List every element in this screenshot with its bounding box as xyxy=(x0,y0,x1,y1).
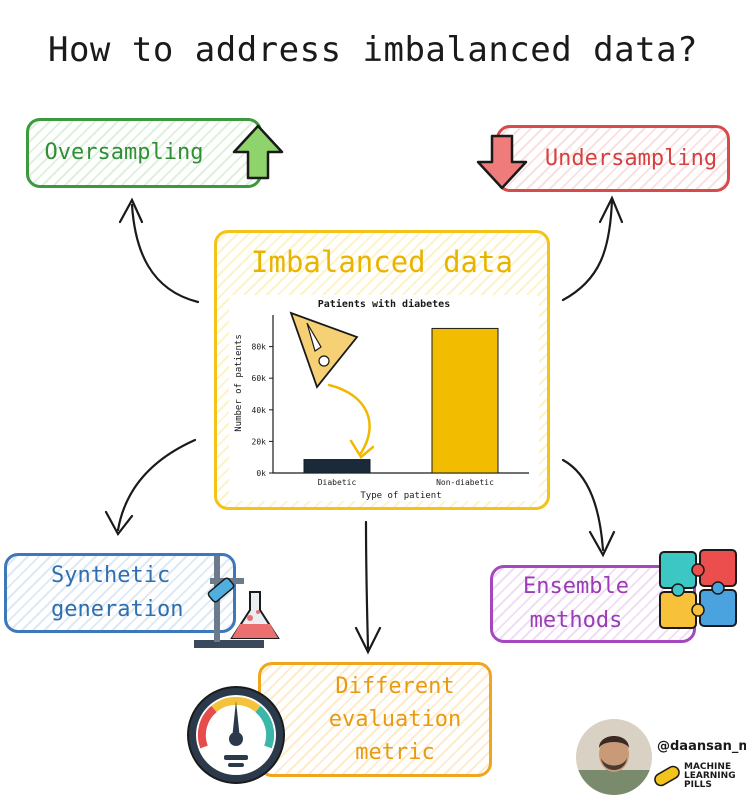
evaluation-metric-node: Different evaluation metric xyxy=(258,662,492,777)
arrow-to-metric xyxy=(364,520,370,650)
warning-sign-icon xyxy=(289,311,359,389)
synthetic-label-line2: generation xyxy=(51,597,184,622)
x-tick-label: Diabetic xyxy=(318,478,357,487)
synthetic-generation-node: Synthetic generation xyxy=(4,553,236,633)
down-arrow-icon xyxy=(476,134,528,190)
arrow-to-oversampling xyxy=(130,203,200,304)
pointer-arrow xyxy=(327,383,371,455)
up-arrow-icon xyxy=(232,124,284,180)
y-tick-label: 80k xyxy=(252,343,267,352)
y-tick-label: 60k xyxy=(252,374,267,383)
center-title: Imbalanced data xyxy=(251,245,513,279)
avatar xyxy=(576,719,652,795)
lab-flask-icon xyxy=(194,556,280,648)
chart-panel: Patients with diabetes Number of patient… xyxy=(229,295,539,501)
oversampling-label: Oversampling xyxy=(44,140,204,165)
page-title: How to address imbalanced data? xyxy=(47,30,699,70)
ensemble-label-line2: methods xyxy=(529,608,623,633)
x-tick-label: Non-diabetic xyxy=(436,478,494,487)
ensemble-label-line1: Ensemble xyxy=(523,574,629,599)
chart-title: Patients with diabetes xyxy=(318,298,450,310)
y-tick-label: 0k xyxy=(256,469,266,478)
brand-name: MACHINE LEARNING PILLS xyxy=(684,762,736,790)
gauge-icon xyxy=(187,686,285,784)
metric-label-line3: metric xyxy=(355,740,435,765)
bar-non-diabetic xyxy=(431,327,499,474)
oversampling-node: Oversampling xyxy=(26,118,262,188)
arrow-to-synthetic xyxy=(116,438,197,532)
diabetes-bar-chart: Patients with diabetes Number of patient… xyxy=(234,298,529,501)
chart-ylabel: Number of patients xyxy=(234,334,244,432)
undersampling-node: Undersampling xyxy=(496,125,730,192)
author-handle: @daansan_ml xyxy=(657,739,746,754)
metric-label-line2: evaluation xyxy=(328,707,462,732)
chart-xlabel: Type of patient xyxy=(360,491,441,501)
pill-logo-icon xyxy=(654,765,680,787)
synthetic-label-line1: Synthetic xyxy=(51,563,171,588)
bar-diabetic xyxy=(303,459,371,474)
y-tick-label: 20k xyxy=(252,437,267,446)
undersampling-label: Undersampling xyxy=(544,145,718,171)
imbalanced-data-node: Imbalanced data Patients with diabetes N… xyxy=(214,230,550,510)
arrow-to-ensemble xyxy=(561,458,605,552)
puzzle-icon xyxy=(659,549,737,629)
y-tick-label: 40k xyxy=(252,406,267,415)
metric-label-line1: Different xyxy=(335,674,455,699)
arrow-to-undersampling xyxy=(561,198,614,302)
